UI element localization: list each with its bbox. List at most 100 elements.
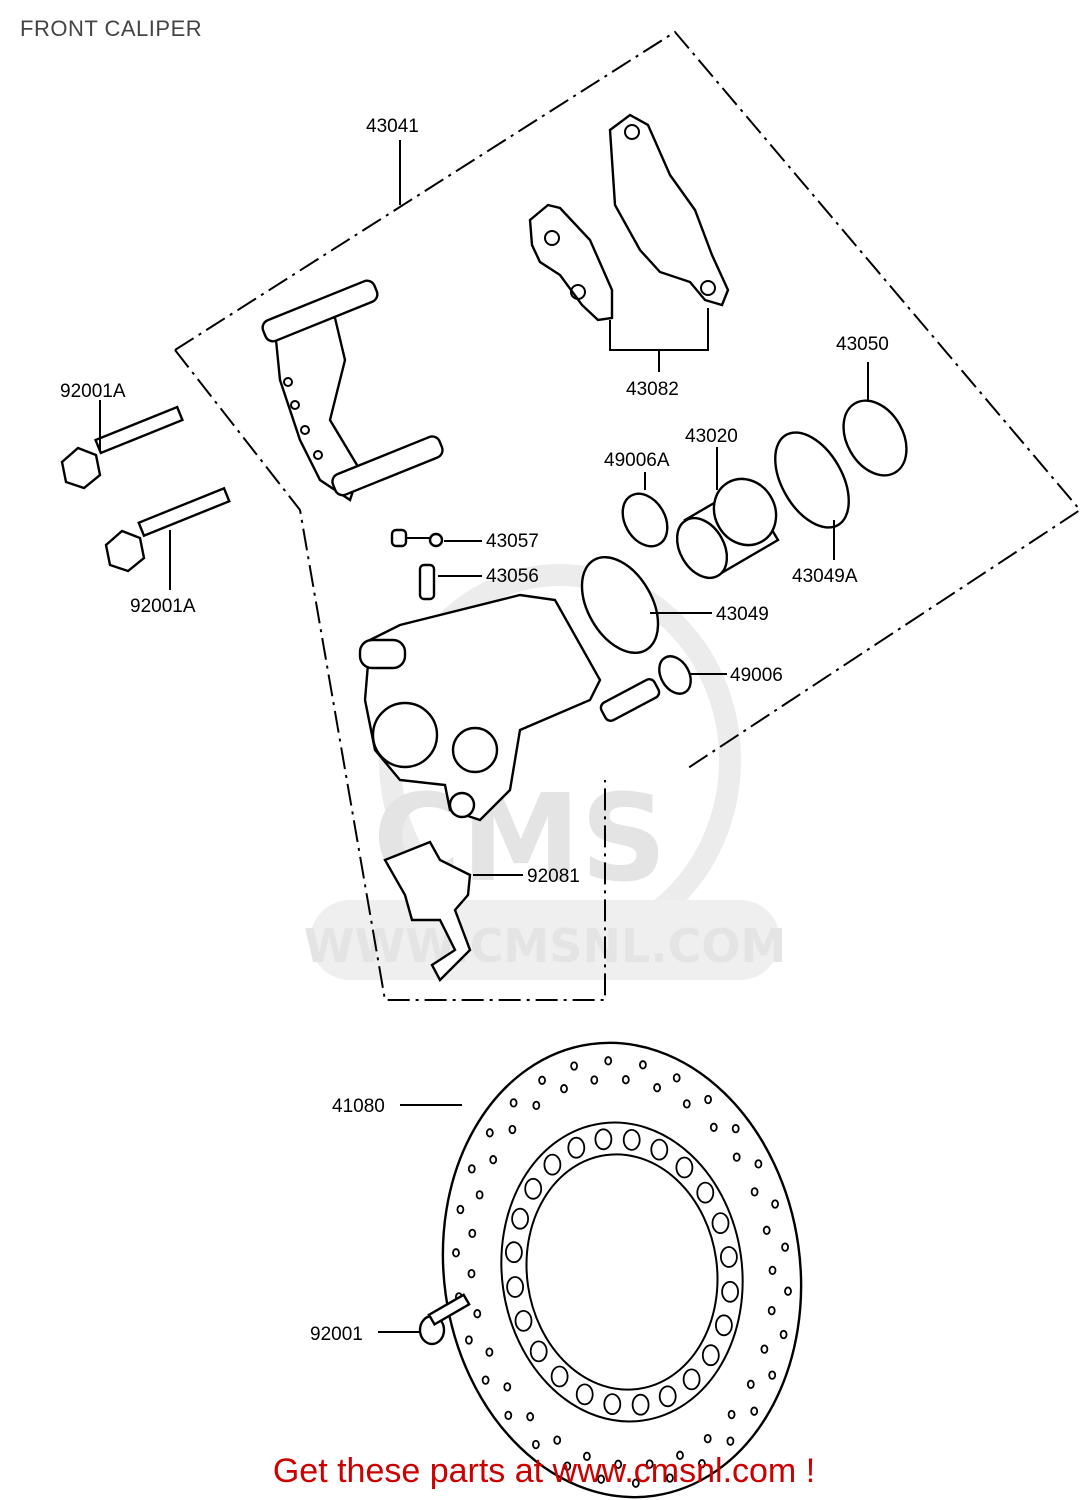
disc-hole xyxy=(666,1473,674,1483)
disc-hole xyxy=(696,1181,715,1204)
callout-43049: 43049 xyxy=(716,604,769,625)
disc-hole xyxy=(760,1344,769,1354)
bolt-92001A-upper xyxy=(60,405,184,490)
brake-pad-outer xyxy=(608,113,730,307)
disc-hole xyxy=(526,1412,535,1422)
disc-hole xyxy=(726,1436,735,1446)
disc-hole xyxy=(750,1406,759,1416)
callout-92001: 92001 xyxy=(310,1324,363,1345)
disc-hole xyxy=(721,1280,739,1303)
disc-hole xyxy=(464,1335,473,1345)
callout-43050: 43050 xyxy=(836,334,889,355)
disc-hole xyxy=(768,1370,777,1380)
callout-43082: 43082 xyxy=(626,379,679,400)
disc-hole xyxy=(767,1305,776,1316)
disc-hole xyxy=(701,1344,720,1367)
disc-hole xyxy=(567,1136,586,1159)
callout-43020: 43020 xyxy=(685,426,738,447)
callout-49006: 49006 xyxy=(730,665,783,686)
boot-49006 xyxy=(599,655,692,722)
disc-hole xyxy=(538,1075,546,1085)
disc-hole xyxy=(473,1309,482,1319)
disc-hole xyxy=(514,1310,533,1332)
disc-hole xyxy=(456,1204,465,1215)
disc-hole xyxy=(645,1459,654,1469)
disc-hole xyxy=(604,1056,613,1066)
disc-screw-92001 xyxy=(418,1293,471,1346)
disc-hole xyxy=(720,1246,738,1268)
disc-hole xyxy=(563,1461,572,1471)
disc-hole xyxy=(452,1248,460,1258)
disc-hole xyxy=(511,1207,529,1230)
seal-43049 xyxy=(580,556,660,654)
disc-hole xyxy=(570,1061,578,1071)
disc-hole xyxy=(621,1075,630,1085)
brake-pad-inner xyxy=(528,203,614,322)
callout-43049A: 43049A xyxy=(792,566,858,587)
disc-hole xyxy=(532,1439,540,1450)
brake-disc xyxy=(441,1041,803,1499)
disc-hole xyxy=(603,1393,622,1415)
disc-hole xyxy=(746,1379,755,1389)
disc-hole xyxy=(550,1365,569,1388)
disc-hole xyxy=(771,1199,779,1209)
disc-hole xyxy=(543,1153,562,1176)
disc-hole xyxy=(709,1122,718,1132)
disc-hole xyxy=(504,1410,513,1421)
callout-41080: 41080 xyxy=(332,1096,385,1117)
seal-43049A xyxy=(774,431,850,529)
disc-hole xyxy=(631,1393,650,1416)
disc-hole xyxy=(622,1129,641,1151)
disc-hole xyxy=(727,1409,736,1420)
piston-43020 xyxy=(675,477,780,580)
assembly-outline xyxy=(174,30,1082,771)
disc-hole xyxy=(675,1156,694,1179)
disc-hole xyxy=(508,1124,517,1135)
dust-boot-49006A xyxy=(621,492,669,548)
callout-92001A-lower: 92001A xyxy=(130,596,196,617)
disc-hole xyxy=(481,1375,490,1385)
callout-43057: 43057 xyxy=(486,531,539,552)
disc-hole xyxy=(639,1060,647,1070)
disc-hole xyxy=(732,1152,741,1162)
disc-hole xyxy=(529,1340,548,1363)
callout-43056: 43056 xyxy=(486,566,539,587)
disc-hole xyxy=(485,1347,494,1357)
disc-hole xyxy=(590,1075,599,1085)
disc-hole xyxy=(475,1190,484,1200)
disc-hole xyxy=(715,1314,733,1337)
disc-hole xyxy=(750,1187,759,1197)
disc-hole xyxy=(505,1241,523,1264)
disc-hole xyxy=(768,1265,777,1276)
disc-hole xyxy=(509,1098,518,1108)
disc-hole xyxy=(781,1242,789,1252)
disc-hole xyxy=(762,1225,771,1235)
disc-hole xyxy=(524,1177,543,1200)
footer-link-text[interactable]: Get these parts at www.cmsnl.com ! xyxy=(272,1452,816,1490)
disc-hole xyxy=(553,1435,562,1445)
disc-hole xyxy=(704,1094,712,1105)
bleeder-cap-43057 xyxy=(390,528,444,548)
disc-hole xyxy=(698,1459,706,1469)
callout-92081: 92081 xyxy=(527,866,580,887)
disc-hole xyxy=(583,1451,591,1461)
callout-92001A-upper: 92001A xyxy=(60,381,126,402)
page-title: FRONT CALIPER xyxy=(20,16,203,41)
disc-hole xyxy=(468,1228,477,1239)
caliper-body xyxy=(358,593,602,822)
disc-hole xyxy=(682,1099,691,1109)
disc-hole xyxy=(597,1474,605,1484)
disc-hole xyxy=(676,1450,684,1460)
disc-hole xyxy=(575,1383,594,1406)
watermark-url: WWW.CMSNL.COM xyxy=(304,919,787,973)
disc-hole xyxy=(653,1083,661,1093)
disc-hole xyxy=(682,1368,701,1391)
disc-hole xyxy=(489,1155,498,1165)
disc-hole xyxy=(485,1128,494,1138)
callout-49006A: 49006A xyxy=(604,450,670,471)
caliper-bracket xyxy=(261,279,444,502)
disc-hole-pattern xyxy=(452,1056,792,1488)
disc-hole xyxy=(594,1128,613,1151)
